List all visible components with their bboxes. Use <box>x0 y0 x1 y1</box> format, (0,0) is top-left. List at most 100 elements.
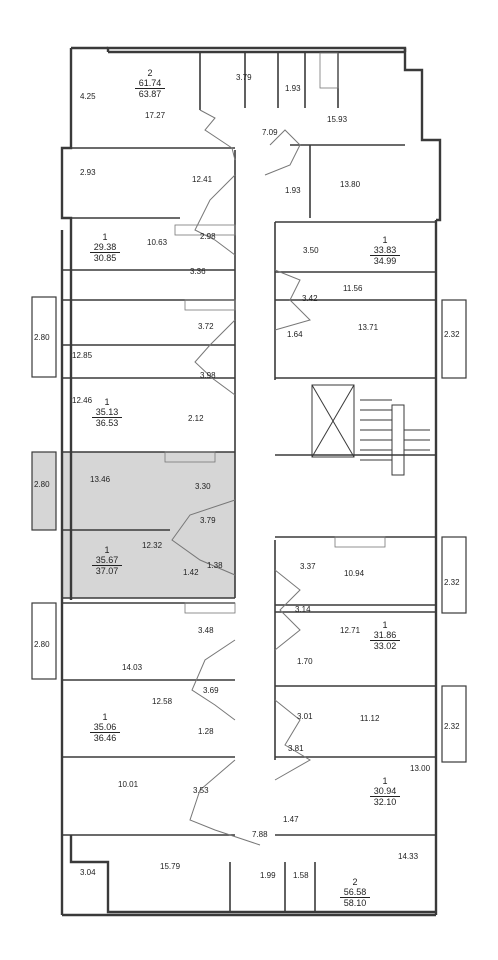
apartment-label: 2 61.74 63.87 <box>135 68 165 99</box>
corridor-outline <box>171 109 311 846</box>
apartment-rooms: 2 <box>352 877 358 887</box>
room-area: 2.80 <box>34 333 50 342</box>
selected-apartment-highlight <box>62 452 235 598</box>
room-area: 2.32 <box>444 578 460 587</box>
room-area: 7.88 <box>252 830 268 839</box>
room-area: 3.53 <box>193 786 209 795</box>
room-area: 3.98 <box>200 371 216 380</box>
room-area: 15.79 <box>160 862 181 871</box>
room-area: 10.63 <box>147 238 168 247</box>
kitchen-counters <box>164 52 386 614</box>
room-area: 2.32 <box>444 722 460 731</box>
apartment-total-area: 36.53 <box>95 418 119 428</box>
apartment-label: 2 56.58 58.10 <box>340 877 370 908</box>
apartment-rooms: 1 <box>382 776 388 786</box>
apartment-rooms: 1 <box>382 620 388 630</box>
room-area: 12.58 <box>152 697 173 706</box>
room-area: 11.12 <box>360 714 380 723</box>
room-area: 3.50 <box>303 246 319 255</box>
room-area: 3.79 <box>236 73 252 82</box>
room-area: 12.46 <box>72 396 93 405</box>
apartment-total-area: 63.87 <box>138 89 162 99</box>
apartment-living-area: 35.67 <box>92 555 122 566</box>
room-area: 1.28 <box>198 727 214 736</box>
apartment-label: 1 35.06 36.46 <box>90 712 120 743</box>
room-area: 3.36 <box>190 267 206 276</box>
room-area: 1.70 <box>297 657 313 666</box>
room-area: 1.38 <box>207 561 223 570</box>
room-area: 3.14 <box>295 605 311 614</box>
room-area: 10.01 <box>118 780 139 789</box>
room-area: 12.41 <box>192 175 213 184</box>
apartment-living-area: 29.38 <box>90 242 120 253</box>
room-area: 1.93 <box>285 186 301 195</box>
room-area: 14.03 <box>122 663 143 672</box>
room-area: 3.81 <box>288 744 304 753</box>
room-area: 2.80 <box>34 480 50 489</box>
apartment-living-area: 30.94 <box>370 786 400 797</box>
apartment-label: 1 35.67 37.07 <box>92 545 122 576</box>
apartment-rooms: 1 <box>104 545 110 555</box>
apartment-label: 1 30.94 32.10 <box>370 776 400 807</box>
room-area: 13.80 <box>340 180 361 189</box>
room-area: 3.01 <box>297 712 313 721</box>
room-area: 2.12 <box>188 414 204 423</box>
apartment-label: 1 33.83 34.99 <box>370 235 400 266</box>
room-area: 3.72 <box>198 322 214 331</box>
outer-walls <box>60 46 442 917</box>
apartment-total-area: 30.85 <box>93 253 117 263</box>
room-area: 12.85 <box>72 351 93 360</box>
room-area: 13.71 <box>358 323 379 332</box>
room-area: 14.33 <box>398 852 419 861</box>
apartment-rooms: 1 <box>382 235 388 245</box>
apartment-rooms: 1 <box>102 232 108 242</box>
room-area: 1.99 <box>260 871 276 880</box>
apartment-rooms: 2 <box>147 68 153 78</box>
room-area: 3.04 <box>80 868 96 877</box>
room-area: 13.00 <box>410 764 431 773</box>
apartment-total-area: 36.46 <box>93 733 117 743</box>
room-area: 1.58 <box>293 871 309 880</box>
room-area: 11.56 <box>343 284 363 293</box>
apartment-total-area: 58.10 <box>343 898 367 908</box>
room-area: 4.25 <box>80 92 96 101</box>
room-area: 13.46 <box>90 475 111 484</box>
room-area: 3.37 <box>300 562 316 571</box>
apartment-total-area: 34.99 <box>373 256 397 266</box>
room-area: 17.27 <box>145 111 166 120</box>
apartment-living-area: 33.83 <box>370 245 400 256</box>
room-area: 3.42 <box>302 294 318 303</box>
apartment-total-area: 37.07 <box>95 566 119 576</box>
room-area: 1.64 <box>287 330 303 339</box>
apartment-living-area: 31.86 <box>370 630 400 641</box>
stairwell <box>311 384 430 476</box>
apartment-label: 1 31.86 33.02 <box>370 620 400 651</box>
apartment-living-area: 61.74 <box>135 78 165 89</box>
apartment-label: 1 29.38 30.85 <box>90 232 120 263</box>
room-area: 1.93 <box>285 84 301 93</box>
room-area: 1.42 <box>183 568 199 577</box>
room-area: 2.80 <box>34 640 50 649</box>
inner-walls <box>62 52 436 912</box>
apartment-living-area: 35.06 <box>90 722 120 733</box>
room-area: 10.94 <box>344 569 365 578</box>
apartment-total-area: 32.10 <box>373 797 397 807</box>
room-area: 12.32 <box>142 541 163 550</box>
room-area: 12.71 <box>340 626 361 635</box>
selected-balcony-highlight <box>32 452 56 530</box>
room-area: 15.93 <box>327 115 348 124</box>
apartment-living-area: 35.13 <box>92 407 122 418</box>
balconies <box>31 296 467 763</box>
room-area: 3.79 <box>200 516 216 525</box>
apartment-rooms: 1 <box>104 397 110 407</box>
room-area: 7.09 <box>262 128 278 137</box>
apartment-rooms: 1 <box>102 712 108 722</box>
room-area: 3.48 <box>198 626 214 635</box>
room-area: 1.47 <box>283 815 299 824</box>
room-area: 2.32 <box>444 330 460 339</box>
room-area: 3.69 <box>203 686 219 695</box>
room-area: 2.93 <box>80 168 96 177</box>
apartment-label: 1 35.13 36.53 <box>92 397 122 428</box>
